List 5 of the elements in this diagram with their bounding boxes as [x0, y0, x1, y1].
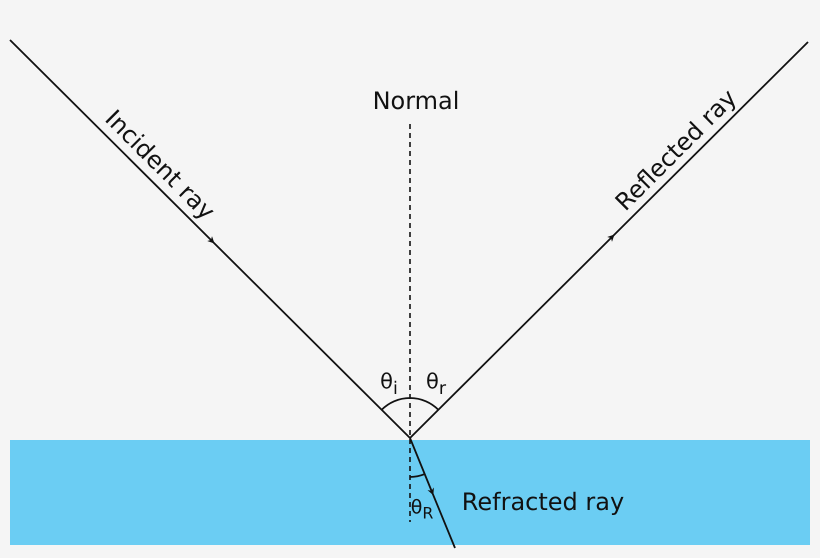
angle-label: θ$_{i}$: [380, 372, 398, 398]
normal-label: Normal: [372, 89, 460, 113]
angle-label: θ$_{r}$: [426, 372, 446, 398]
ray-label: Refracted ray: [462, 490, 624, 514]
angle-label: θ$_{R}$: [410, 498, 434, 522]
